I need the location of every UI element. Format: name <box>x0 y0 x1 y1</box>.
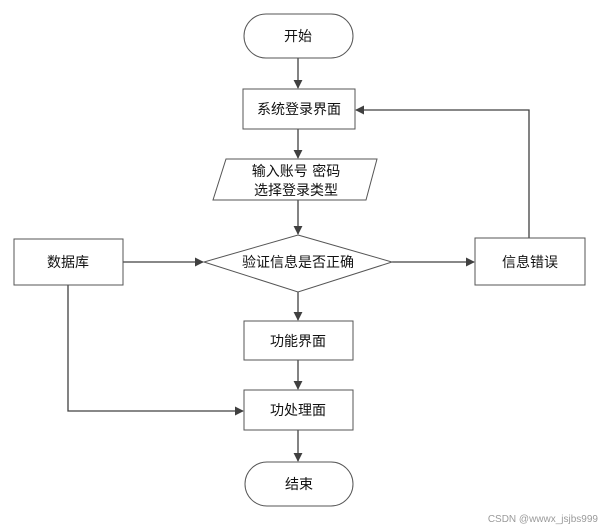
function-screen-label: 功能界面 <box>270 334 326 350</box>
verify-label: 验证信息是否正确 <box>242 254 354 271</box>
edge-error-login <box>355 105 530 238</box>
function-screen-node: 功能界面 <box>243 320 354 361</box>
process-screen-label: 功处理面 <box>270 403 326 419</box>
verify-node: 验证信息是否正确 <box>202 234 394 293</box>
end-node: 结束 <box>244 461 354 507</box>
input-label-line1: 输入账号 密码 <box>252 163 340 180</box>
edge-database-process <box>67 285 244 416</box>
process-screen-node: 功处理面 <box>243 389 354 431</box>
watermark: CSDN @wwwx_jsjbs999 <box>488 514 599 525</box>
database-node: 数据库 <box>13 238 124 286</box>
database-label: 数据库 <box>47 255 89 271</box>
input-label-line2: 选择登录类型 <box>254 183 338 199</box>
start-node: 开始 <box>243 13 354 59</box>
connectors <box>67 58 530 462</box>
login-screen-label: 系统登录界面 <box>257 102 341 118</box>
error-label: 信息错误 <box>502 254 558 271</box>
error-node: 信息错误 <box>474 237 586 286</box>
end-label: 结束 <box>285 477 313 493</box>
login-screen-node: 系统登录界面 <box>242 88 356 130</box>
start-label: 开始 <box>284 29 312 45</box>
input-node: 输入账号 密码 选择登录类型 <box>212 158 378 201</box>
